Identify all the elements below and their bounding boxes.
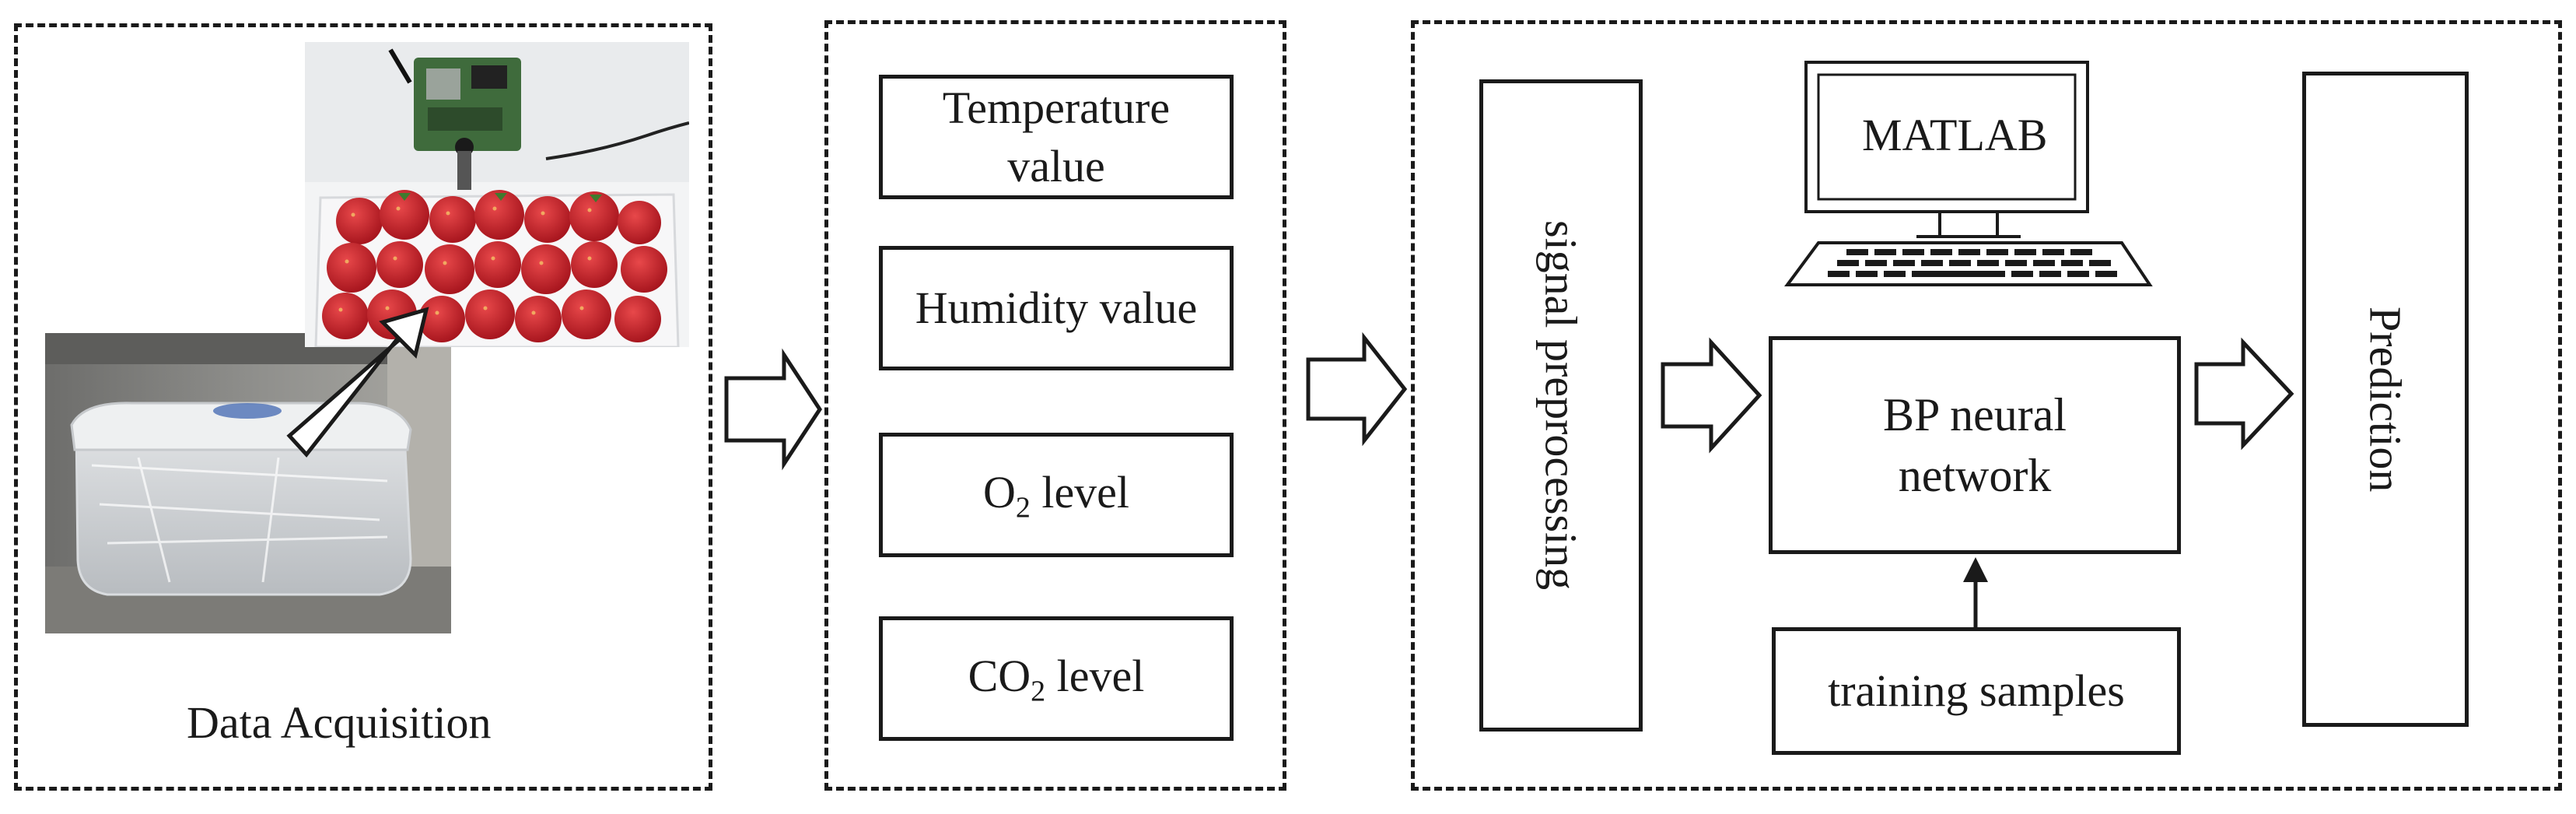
acquisition-label: Data Acquisition xyxy=(187,697,492,748)
strawberries-photo xyxy=(305,42,689,347)
co2-label: CO2 level xyxy=(968,650,1145,708)
o2-box: O2 level xyxy=(879,433,1234,557)
signal-preprocessing-label: signal preprocessing xyxy=(1535,220,1587,591)
temperature-box: Temperature value xyxy=(879,75,1234,199)
temperature-label-line1: Temperature xyxy=(942,82,1171,133)
training-samples-box: training samples xyxy=(1772,627,2181,755)
humidity-box: Humidity value xyxy=(879,246,1234,370)
bp-network-label-line2: network xyxy=(1898,450,2052,501)
o2-label: O2 level xyxy=(982,466,1130,525)
signal-preprocessing-box: signal preprocessing xyxy=(1479,79,1643,732)
bp-network-label-line1: BP neural xyxy=(1882,389,2067,440)
training-samples-label: training samples xyxy=(1828,665,2125,717)
sensor-panel xyxy=(824,20,1286,791)
humidity-label: Humidity value xyxy=(915,282,1198,334)
acquisition-panel xyxy=(14,23,712,791)
strawberry-cluster xyxy=(322,190,667,342)
prediction-box: Prediction xyxy=(2302,72,2469,727)
prediction-label: Prediction xyxy=(2360,306,2411,493)
co2-box: CO2 level xyxy=(879,616,1234,741)
container-photo xyxy=(45,333,451,633)
bp-network-box: BP neural network xyxy=(1769,336,2181,554)
matlab-label: MATLAB xyxy=(1862,110,2048,160)
processing-panel xyxy=(1411,20,2562,791)
temperature-label-line2: value xyxy=(1007,141,1105,191)
